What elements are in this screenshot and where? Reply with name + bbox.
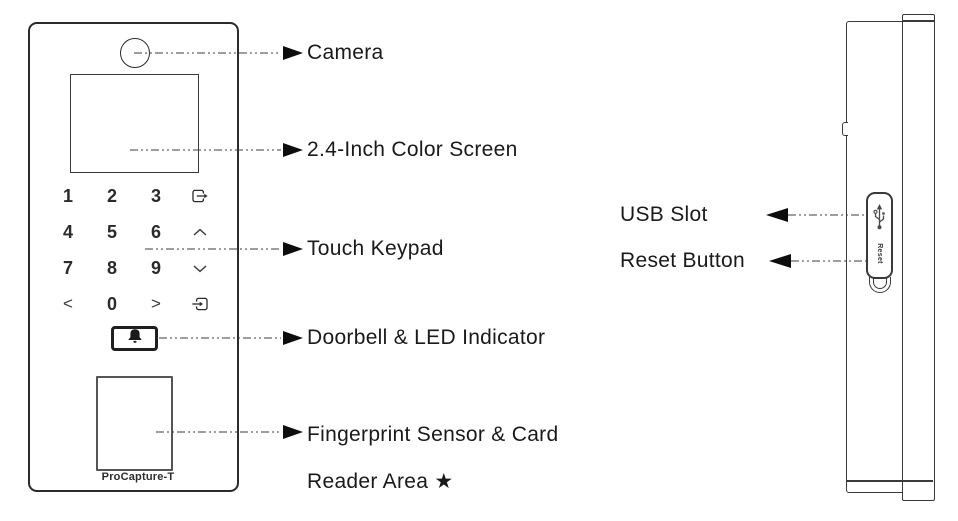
callout-fingerprint: Fingerprint Sensor & Card Reader Area ★	[307, 411, 558, 505]
side-back-plate	[902, 14, 935, 501]
touch-keypad: 1 2 3 4 5 6 7 8 9 < 0 >	[46, 178, 222, 322]
key-1: 1	[62, 185, 73, 206]
callout-fingerprint-line1: Fingerprint Sensor & Card	[307, 423, 559, 446]
slot-groove-inner	[872, 278, 887, 289]
side-bottom-edge	[847, 480, 933, 482]
model-label: ProCapture-T	[101, 471, 175, 483]
enter-icon	[178, 286, 222, 322]
key-0: 0	[106, 293, 117, 314]
color-screen	[70, 74, 199, 173]
key-6: 6	[150, 221, 161, 242]
down-chevron-icon	[178, 250, 222, 286]
callout-doorbell: Doorbell & LED Indicator	[307, 326, 546, 349]
arrow-left-icon	[769, 254, 791, 268]
exit-icon	[178, 178, 222, 214]
callout-screen: 2.4-Inch Color Screen	[307, 138, 518, 161]
arrow-right-icon	[283, 242, 303, 256]
arrow-right-icon	[283, 143, 303, 157]
bell-icon	[125, 328, 145, 349]
callout-camera: Camera	[307, 41, 384, 64]
doorbell-button	[111, 326, 158, 351]
callout-usb-slot: USB Slot	[620, 203, 708, 226]
key-left: <	[63, 294, 73, 313]
callout-keypad: Touch Keypad	[307, 237, 444, 260]
callout-reset-button: Reset Button	[620, 249, 746, 272]
front-panel-outline	[28, 22, 239, 492]
key-8: 8	[106, 257, 117, 278]
slot-groove-outer	[868, 277, 891, 293]
arrow-right-icon	[283, 46, 303, 60]
callout-fingerprint-line2: Reader Area ★	[307, 470, 454, 493]
key-2: 2	[106, 185, 117, 206]
key-right: >	[151, 294, 161, 313]
reset-slot-label: Reset	[876, 243, 883, 264]
side-top-edge	[903, 20, 934, 22]
up-chevron-icon	[178, 214, 222, 250]
camera-lens-icon	[120, 38, 150, 68]
arrow-right-icon	[283, 425, 303, 439]
arrow-right-icon	[283, 331, 303, 345]
key-4: 4	[62, 221, 73, 242]
usb-icon	[872, 203, 887, 236]
key-7: 7	[62, 257, 73, 278]
key-9: 9	[150, 257, 161, 278]
fingerprint-sensor-area	[96, 376, 173, 471]
key-3: 3	[150, 185, 161, 206]
usb-slot-cover	[866, 192, 893, 279]
key-5: 5	[106, 221, 117, 242]
side-button-bump	[841, 122, 848, 136]
arrow-left-icon	[766, 208, 788, 222]
